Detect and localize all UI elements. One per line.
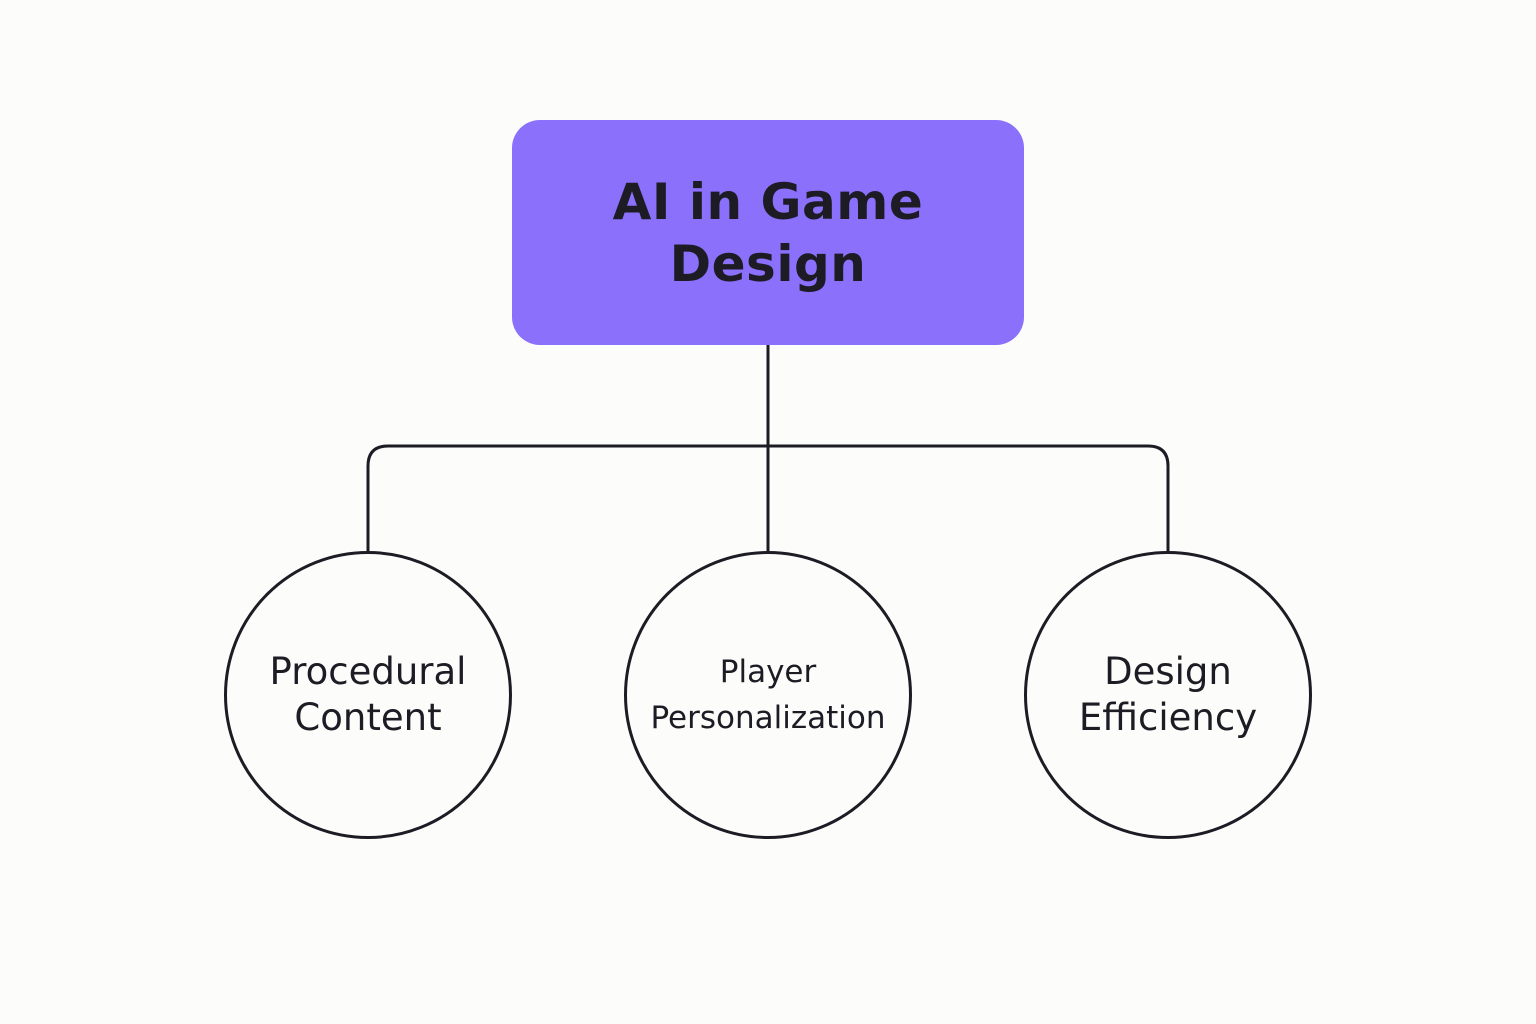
root-node: AI in Game Design	[512, 120, 1024, 345]
child-node-label: Player Personalization	[650, 654, 886, 736]
child-node-design-efficiency: Design Efficiency	[1024, 551, 1312, 839]
child-node-player-personalization: Player Personalization	[624, 551, 912, 839]
child-node-label: Procedural Content	[269, 650, 467, 739]
root-node-label: AI in Game Design	[612, 172, 924, 293]
child-node-label: Design Efficiency	[1078, 650, 1258, 739]
child-node-procedural-content: Procedural Content	[224, 551, 512, 839]
